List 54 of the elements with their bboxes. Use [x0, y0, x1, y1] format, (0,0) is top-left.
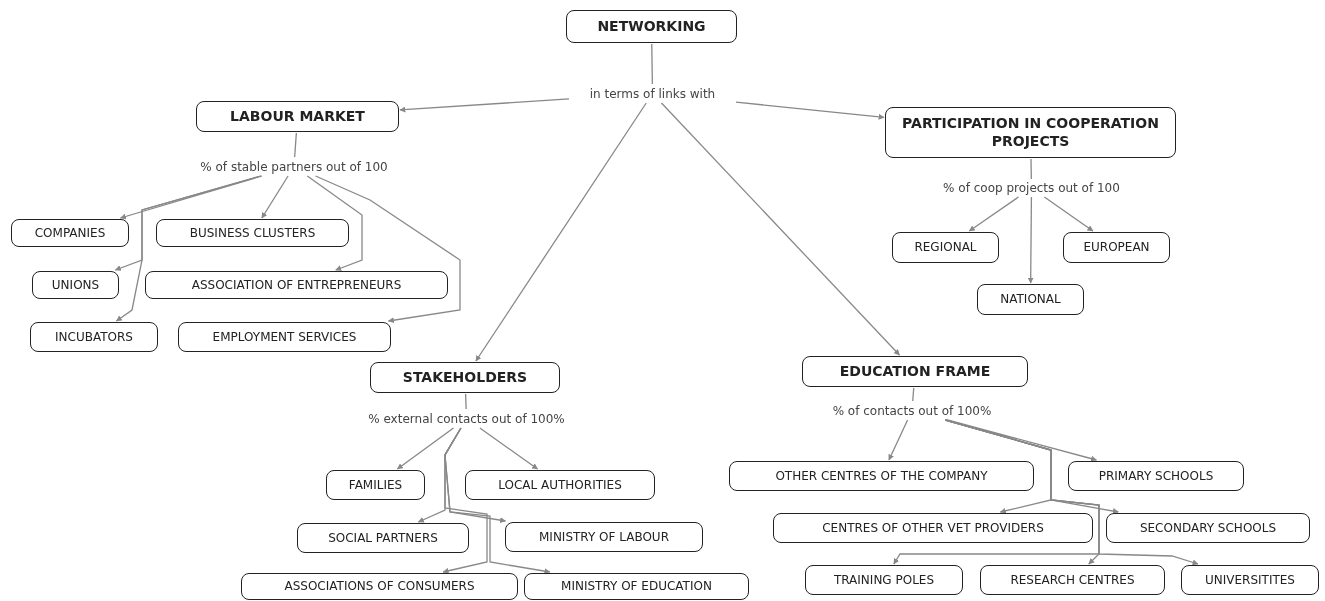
concept-box: ASSOCIATION OF ENTREPRENEURS [145, 271, 448, 299]
concept-box: BUSINESS CLUSTERS [156, 219, 349, 247]
concept-box: LOCAL AUTHORITIES [465, 470, 655, 500]
concept-box: UNIVERSITITES [1181, 565, 1319, 595]
arrow [475, 102, 647, 362]
connector-line [912, 387, 915, 402]
concept-box: INCUBATORS [30, 322, 158, 352]
concept-box: COMPANIES [11, 219, 129, 247]
concept-box: EDUCATION FRAME [802, 356, 1028, 387]
arrow [261, 175, 289, 219]
arrow [968, 196, 1020, 232]
arrow [944, 419, 1199, 566]
concept-box: ASSOCIATIONS OF CONSUMERS [241, 573, 518, 600]
linking-phrase: in terms of links with [570, 85, 735, 102]
linking-phrase: % external contacts out of 100% [333, 410, 600, 427]
connector-line [1030, 158, 1032, 180]
concept-box: PRIMARY SCHOOLS [1068, 461, 1244, 491]
concept-box: NETWORKING [566, 10, 737, 43]
concept-box: FAMILIES [326, 470, 425, 500]
connector-line [651, 43, 653, 85]
concept-box: REGIONAL [892, 232, 999, 263]
concept-box: TRAINING POLES [805, 565, 963, 595]
arrow [119, 175, 263, 220]
concept-box: EMPLOYMENT SERVICES [178, 322, 391, 352]
connector-line [464, 393, 467, 410]
concept-box: MINISTRY OF LABOUR [505, 522, 703, 552]
concept-box: UNIONS [32, 271, 119, 299]
concept-box: STAKEHOLDERS [370, 362, 560, 393]
arrow [396, 427, 455, 470]
concept-box: EUROPEAN [1063, 232, 1170, 263]
arrow [399, 98, 570, 113]
concept-box: NATIONAL [977, 284, 1084, 315]
connector-line [294, 132, 297, 158]
concept-box: LABOUR MARKET [196, 101, 399, 132]
concept-box: CENTRES OF OTHER VET PROVIDERS [773, 513, 1093, 543]
linking-phrase: % of stable partners out of 100 [160, 158, 428, 175]
concept-box: SOCIAL PARTNERS [297, 523, 469, 553]
concept-box: MINISTRY OF EDUCATION [524, 573, 749, 600]
arrow [1043, 196, 1094, 232]
linking-phrase: % of coop projects out of 100 [910, 180, 1153, 196]
arrow [306, 175, 363, 271]
arrow [115, 175, 262, 322]
arrow [444, 427, 551, 575]
concept-box: SECONDARY SCHOOLS [1106, 513, 1310, 543]
arrow [1027, 196, 1034, 284]
arrow [888, 419, 909, 461]
arrow [479, 427, 539, 470]
arrow [660, 102, 901, 356]
linking-phrase: % of contacts out of 100% [803, 402, 1021, 419]
arrow [735, 101, 885, 120]
concept-box: OTHER CENTRES OF THE COMPANY [729, 461, 1034, 491]
concept-box: RESEARCH CENTRES [980, 565, 1165, 595]
arrow [314, 175, 461, 324]
concept-box: PARTICIPATION IN COOPERATION PROJECTS [885, 107, 1176, 158]
